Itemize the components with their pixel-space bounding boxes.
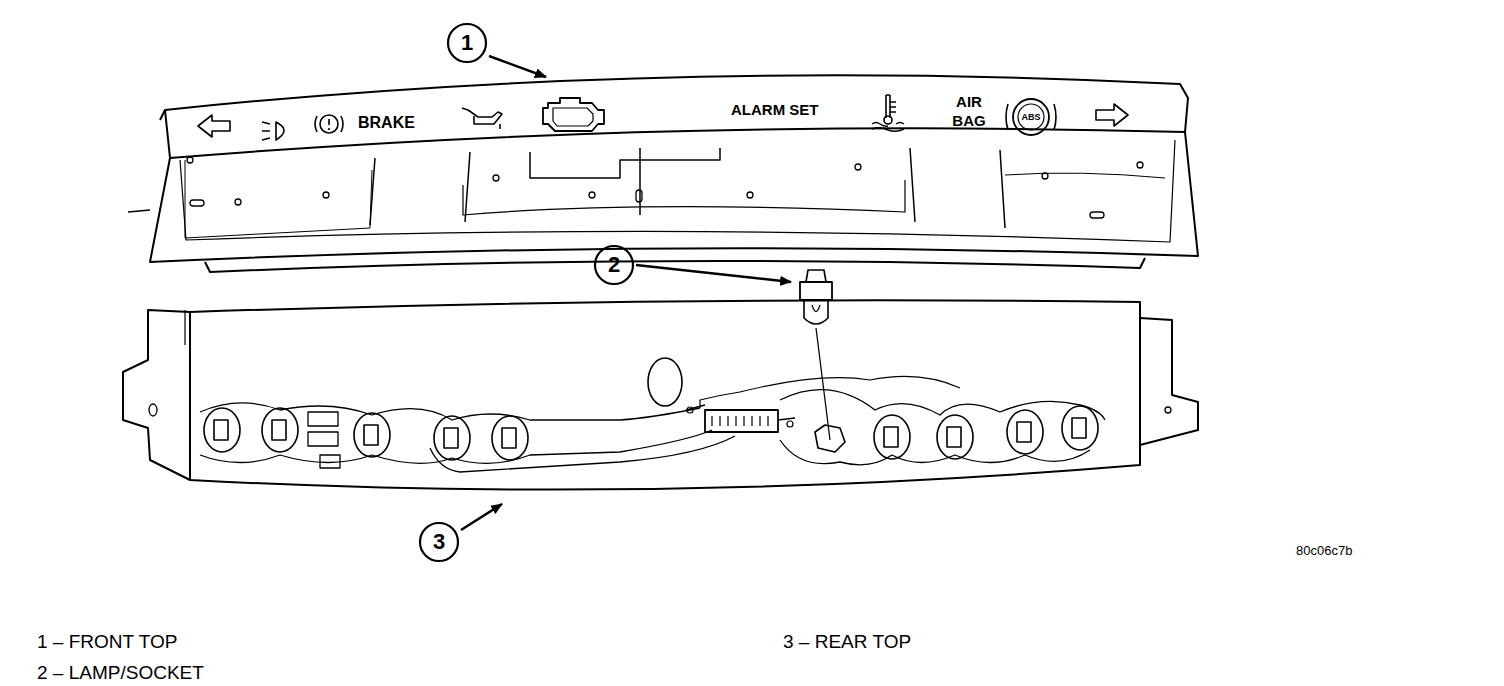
callout-number: 3 [433, 531, 445, 553]
legend-item: 3 – REAR TOP [783, 631, 911, 653]
warning-label: BRAKE [358, 114, 415, 132]
figure-id: 80c06c7b [1296, 544, 1352, 559]
warning-label: ALARM SET [731, 101, 819, 118]
callout-number: 1 [461, 32, 473, 54]
legend-item: 1 – FRONT TOP [37, 631, 177, 653]
legend-item: 2 – LAMP/SOCKET [37, 662, 204, 684]
callout-number: 2 [608, 254, 620, 276]
warning-label: ABS [1021, 113, 1040, 122]
warning-label: AIR BAG [944, 92, 994, 130]
